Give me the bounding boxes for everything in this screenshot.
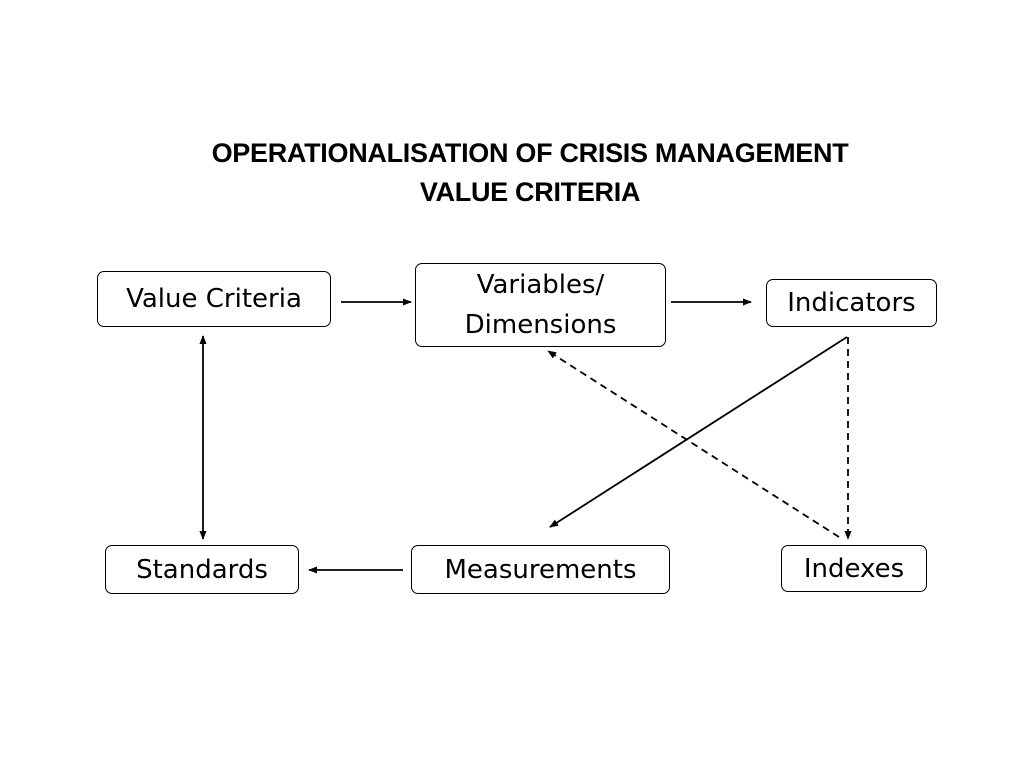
diagram-title-line-2: VALUE CRITERIA: [419, 177, 641, 207]
diagram-title-line-1: OPERATIONALISATION OF CRISIS MANAGEMENT: [211, 138, 849, 168]
node-value-criteria-label: Value Criteria: [126, 284, 302, 314]
node-indicators-label: Indicators: [787, 288, 916, 318]
node-indicators: Indicators: [766, 279, 937, 327]
node-value-criteria: Value Criteria: [97, 271, 331, 327]
node-measurements-label: Measurements: [444, 554, 637, 585]
node-variables-label-line-1: Variables/: [476, 270, 605, 300]
node-variables-dimensions: Variables/ Dimensions: [415, 263, 666, 347]
node-indexes-label: Indexes: [803, 553, 905, 584]
edge-indexes-to-variables-dashed: [547, 350, 840, 538]
node-measurements: Measurements: [411, 545, 670, 594]
node-indexes: Indexes: [781, 545, 927, 592]
node-variables-label-line-2: Dimensions: [464, 310, 617, 340]
node-standards-label: Standards: [136, 554, 268, 585]
edge-indicators-to-measurements: [549, 336, 848, 528]
node-standards: Standards: [105, 545, 299, 594]
